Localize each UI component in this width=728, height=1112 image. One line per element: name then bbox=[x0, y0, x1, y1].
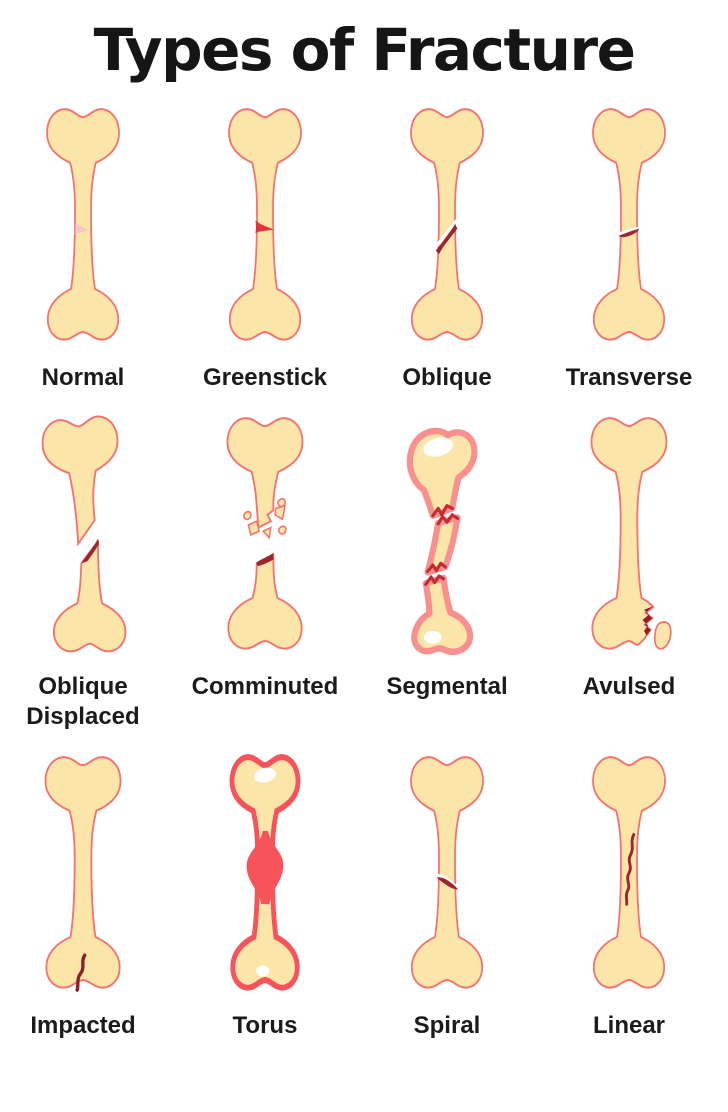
torus-bone-illustration bbox=[221, 745, 309, 1002]
bone-label-segmental: Segmental bbox=[386, 672, 508, 700]
spiral-bone-illustration bbox=[399, 745, 495, 1002]
bone-cell-segmental: Segmental bbox=[356, 406, 538, 733]
bone-label-impacted: Impacted bbox=[30, 1012, 136, 1040]
bone-cell-oblique_displaced: Oblique Displaced bbox=[0, 406, 174, 733]
oblique-bone-illustration bbox=[399, 97, 495, 354]
bone-cell-torus: Torus bbox=[174, 745, 356, 1042]
bone-label-torus: Torus bbox=[232, 1012, 298, 1040]
bone-cell-oblique: Oblique bbox=[356, 97, 538, 394]
bone-cell-normal: Normal bbox=[0, 97, 174, 394]
bone-label-normal: Normal bbox=[41, 363, 125, 391]
page-title: Types of Fracture bbox=[93, 16, 636, 84]
bone-label-linear: Linear bbox=[592, 1012, 666, 1040]
bone-label-oblique: Oblique bbox=[402, 363, 492, 391]
bone-cell-avulsed: Avulsed bbox=[538, 406, 720, 733]
bone-cell-spiral: Spiral bbox=[356, 745, 538, 1042]
oblique_displaced-bone-illustration bbox=[33, 406, 133, 663]
bone-cell-impacted: Impacted bbox=[0, 745, 174, 1042]
avulsed-bone-illustration bbox=[579, 406, 679, 663]
bone-label-oblique_displaced: Oblique Displaced bbox=[26, 672, 140, 731]
impacted-bone-illustration bbox=[33, 745, 133, 1002]
bone-label-greenstick: Greenstick bbox=[202, 363, 328, 391]
linear-bone-illustration bbox=[581, 745, 677, 1002]
normal-bone-illustration bbox=[35, 97, 131, 354]
greenstick-bone-illustration bbox=[217, 97, 313, 354]
bone-label-transverse: Transverse bbox=[565, 363, 693, 391]
bone-cell-greenstick: Greenstick bbox=[174, 97, 356, 394]
bone-label-comminuted: Comminuted bbox=[191, 672, 339, 700]
bone-cell-transverse: Transverse bbox=[538, 97, 720, 394]
bone-label-spiral: Spiral bbox=[413, 1012, 481, 1040]
comminuted-bone-illustration bbox=[215, 406, 315, 663]
bone-cell-linear: Linear bbox=[538, 745, 720, 1042]
bone-cell-comminuted: Comminuted bbox=[174, 406, 356, 733]
bone-label-avulsed: Avulsed bbox=[582, 672, 676, 700]
segmental-bone-illustration bbox=[394, 406, 500, 663]
transverse-bone-illustration bbox=[581, 97, 677, 354]
